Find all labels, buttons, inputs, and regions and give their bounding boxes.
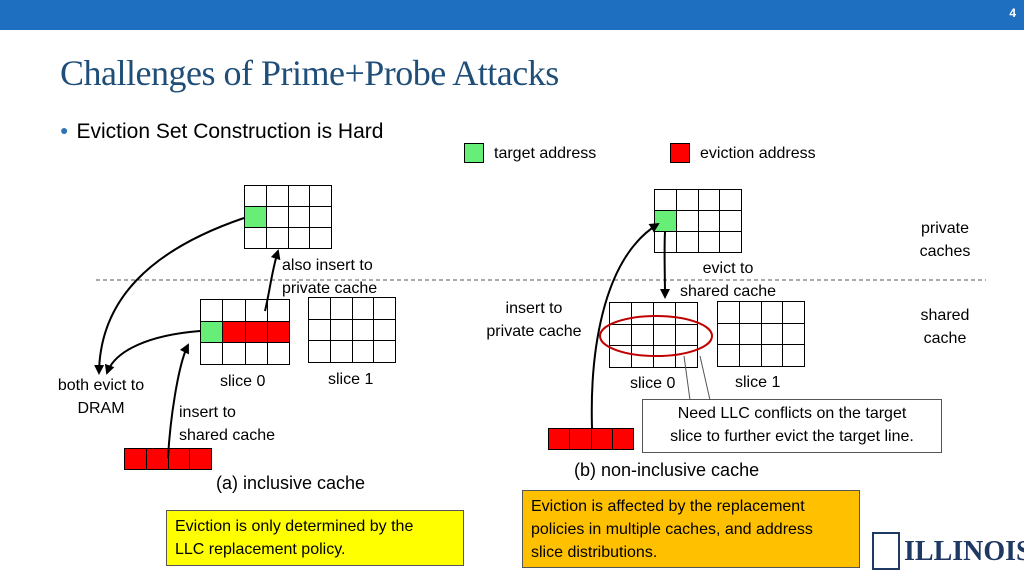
inclusive-caption: (a) inclusive cache bbox=[216, 473, 366, 493]
bullet-dot-icon: ● bbox=[60, 122, 69, 138]
noninclusive-caption: (b) non-inclusive cache bbox=[574, 460, 760, 480]
target-set-highlight bbox=[599, 315, 713, 357]
legend-target-swatch bbox=[464, 143, 484, 163]
inclusive-slice1-grid bbox=[308, 297, 396, 363]
also-insert-line1: also insert to bbox=[282, 257, 373, 274]
legend-target-label: target address bbox=[494, 145, 597, 162]
both-evict-label: both evict to DRAM bbox=[46, 374, 156, 420]
noninclusive-slice0-grid bbox=[609, 302, 698, 368]
bullet-text: Eviction Set Construction is Hard bbox=[76, 120, 384, 143]
eviction-line-cell bbox=[267, 321, 290, 344]
illinois-logo: ILLINOIS bbox=[872, 530, 1024, 574]
also-insert-label: also insert to private cache bbox=[282, 254, 377, 300]
noninclusive-eviction-set bbox=[548, 428, 634, 450]
evict-to-line2: shared cache bbox=[679, 283, 777, 300]
llc-callout-line2: slice to further evict the target line. bbox=[670, 428, 914, 445]
shared-cache-label: shared cache bbox=[905, 304, 985, 350]
inclusive-note: Eviction is only determined by the LLC r… bbox=[166, 510, 464, 566]
noninclusive-slice1-label: slice 1 bbox=[735, 374, 781, 391]
legend-eviction-label: eviction address bbox=[700, 145, 816, 162]
insert-private-arrow bbox=[590, 222, 660, 429]
logo-wordmark: ILLINOIS bbox=[904, 536, 1024, 567]
insert-private-label: insert to private cache bbox=[478, 297, 590, 343]
university-shield-icon bbox=[872, 532, 900, 570]
shared-label-line1: shared bbox=[920, 307, 970, 324]
bullet-item: ● Eviction Set Construction is Hard bbox=[60, 120, 383, 144]
private-label-line2: caches bbox=[919, 243, 971, 260]
insert-shared-label: insert to shared cache bbox=[179, 401, 275, 447]
inclusive-private-cache-grid bbox=[244, 185, 332, 249]
top-bar: 4 bbox=[0, 0, 1024, 30]
shared-label-line2: cache bbox=[923, 330, 967, 347]
insert-shared-arrow bbox=[167, 343, 189, 459]
insert-shared-line1: insert to bbox=[179, 404, 236, 421]
evict-to-shared-label: evict to shared cache bbox=[670, 257, 786, 303]
noninclusive-note-line3: slice distributions. bbox=[531, 544, 658, 561]
target-line-cell bbox=[245, 207, 267, 228]
also-insert-private-arrow bbox=[264, 249, 281, 312]
llc-conflict-callout: Need LLC conflicts on the target slice t… bbox=[642, 399, 942, 453]
noninclusive-slice1-grid bbox=[717, 301, 805, 367]
target-line-cell bbox=[655, 211, 677, 232]
private-label-line1: private bbox=[920, 220, 970, 237]
evict-slice-to-dram-arrow bbox=[104, 330, 201, 375]
legend-eviction-swatch bbox=[670, 143, 690, 163]
inclusive-slice0-label: slice 0 bbox=[220, 373, 266, 390]
both-evict-line1: both evict to bbox=[57, 377, 145, 394]
noninclusive-private-cache-grid bbox=[654, 189, 742, 253]
slide-title: Challenges of Prime+Probe Attacks bbox=[60, 53, 559, 93]
insert-private-line2: private cache bbox=[486, 323, 582, 340]
noninclusive-note: Eviction is affected by the replacement … bbox=[522, 490, 860, 568]
noninclusive-note-line1: Eviction is affected by the replacement bbox=[531, 498, 805, 515]
evict-private-to-dram-arrow bbox=[94, 217, 245, 375]
insert-private-line1: insert to bbox=[505, 300, 563, 317]
evict-to-line1: evict to bbox=[702, 260, 754, 277]
eviction-line-cell bbox=[245, 321, 268, 344]
inclusive-eviction-set bbox=[124, 448, 212, 470]
inclusive-slice1-label: slice 1 bbox=[328, 371, 374, 388]
private-caches-label: private caches bbox=[905, 217, 985, 263]
both-evict-line2: DRAM bbox=[77, 400, 125, 417]
noninclusive-note-line2: policies in multiple caches, and address bbox=[531, 521, 813, 538]
inclusive-note-line1: Eviction is only determined by the bbox=[175, 518, 414, 535]
inclusive-slice0-grid bbox=[200, 299, 290, 365]
slide-number: 4 bbox=[1009, 6, 1016, 20]
eviction-line-cell bbox=[223, 321, 246, 344]
also-insert-line2: private cache bbox=[282, 280, 378, 297]
noninclusive-slice0-label: slice 0 bbox=[630, 375, 676, 392]
callout-pointer-line bbox=[699, 355, 711, 401]
target-line-cell bbox=[201, 321, 224, 344]
llc-callout-line1: Need LLC conflicts on the target bbox=[677, 405, 907, 422]
inclusive-note-line2: LLC replacement policy. bbox=[175, 541, 346, 558]
insert-shared-line2: shared cache bbox=[179, 427, 276, 444]
callout-pointer-line bbox=[683, 355, 691, 401]
